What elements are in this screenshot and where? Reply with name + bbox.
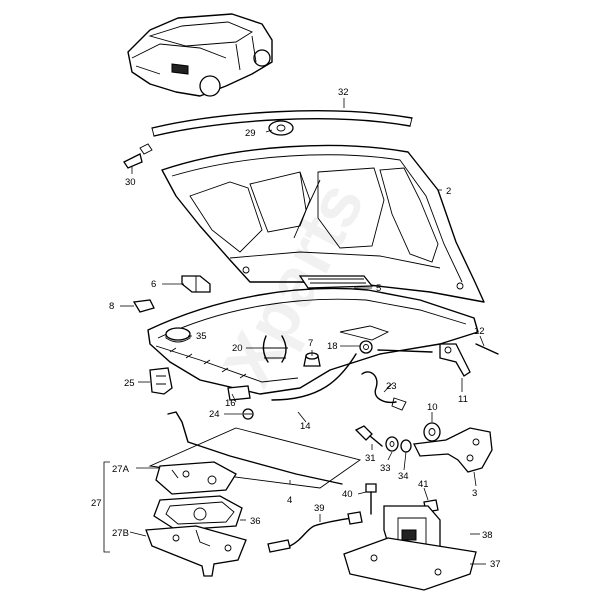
screw-part [242, 408, 254, 420]
callout-27B: 27B [112, 528, 129, 539]
pivot-pin-part [475, 343, 499, 355]
grommet-part [359, 340, 373, 354]
callout-27A: 27A [112, 464, 130, 475]
callout-35: 35 [196, 331, 207, 342]
callout-41: 41 [418, 479, 429, 490]
callout-40: 40 [342, 489, 353, 500]
callout-2: 2 [446, 186, 451, 197]
group-brace [103, 461, 110, 553]
car-thumbnail [127, 13, 273, 97]
bushing-part [423, 422, 441, 442]
hood-latch-part [149, 367, 173, 395]
callout-8: 8 [109, 301, 114, 312]
callout-labels: 32 29 30 2 5 6 8 35 20 7 18 12 11 25 16 … [91, 87, 501, 570]
callout-4: 4 [287, 495, 292, 506]
callout-39: 39 [314, 503, 325, 514]
hood-hinge-part [413, 427, 493, 473]
release-cable-part [271, 353, 407, 411]
small-clip-part [132, 299, 155, 313]
latch-mechanism-part [153, 495, 243, 531]
bolt-part [354, 425, 383, 447]
hood-vent-grille [298, 275, 374, 289]
callout-14: 14 [300, 421, 311, 432]
washer-part [385, 436, 399, 452]
callout-10: 10 [427, 402, 438, 413]
callout-24: 24 [209, 409, 220, 420]
callout-16: 16 [225, 398, 236, 409]
hood-panel [161, 144, 485, 303]
callout-37: 37 [490, 559, 501, 570]
callout-5: 5 [376, 283, 381, 294]
callout-7: 7 [308, 338, 313, 349]
leader-lines [120, 98, 486, 565]
callout-18: 18 [327, 341, 338, 352]
callout-3: 3 [472, 488, 477, 499]
striker-plate-part [343, 537, 477, 591]
clip-part [268, 120, 294, 136]
callout-32: 32 [338, 87, 349, 98]
callout-6: 6 [151, 279, 156, 290]
callout-23: 23 [386, 381, 397, 392]
callout-31: 31 [365, 453, 376, 464]
callout-25: 25 [124, 378, 135, 389]
hood-inner-frame [147, 287, 479, 395]
callout-38: 38 [482, 530, 493, 541]
callout-27: 27 [91, 498, 102, 509]
callout-11: 11 [458, 394, 468, 405]
callout-12: 12 [474, 326, 485, 337]
hood-seal-strip [151, 110, 413, 137]
bolt-40-part [365, 483, 377, 515]
callout-34: 34 [398, 471, 409, 482]
nut-part [400, 439, 412, 453]
push-pin-part [123, 143, 153, 169]
contact-switch-cable [267, 511, 363, 553]
release-lever-part [377, 343, 471, 377]
callout-20: 20 [232, 343, 243, 354]
hose-clamp-part [262, 335, 288, 363]
bracket-part [181, 275, 211, 293]
latch-base-plate [145, 525, 247, 577]
rubber-plug-part [165, 327, 191, 343]
latch-assembly-top [155, 461, 237, 495]
callout-30: 30 [125, 177, 136, 188]
callout-33: 33 [380, 463, 391, 474]
hood-support-rod [148, 411, 362, 489]
callout-36: 36 [250, 516, 261, 527]
callout-29: 29 [245, 128, 256, 139]
